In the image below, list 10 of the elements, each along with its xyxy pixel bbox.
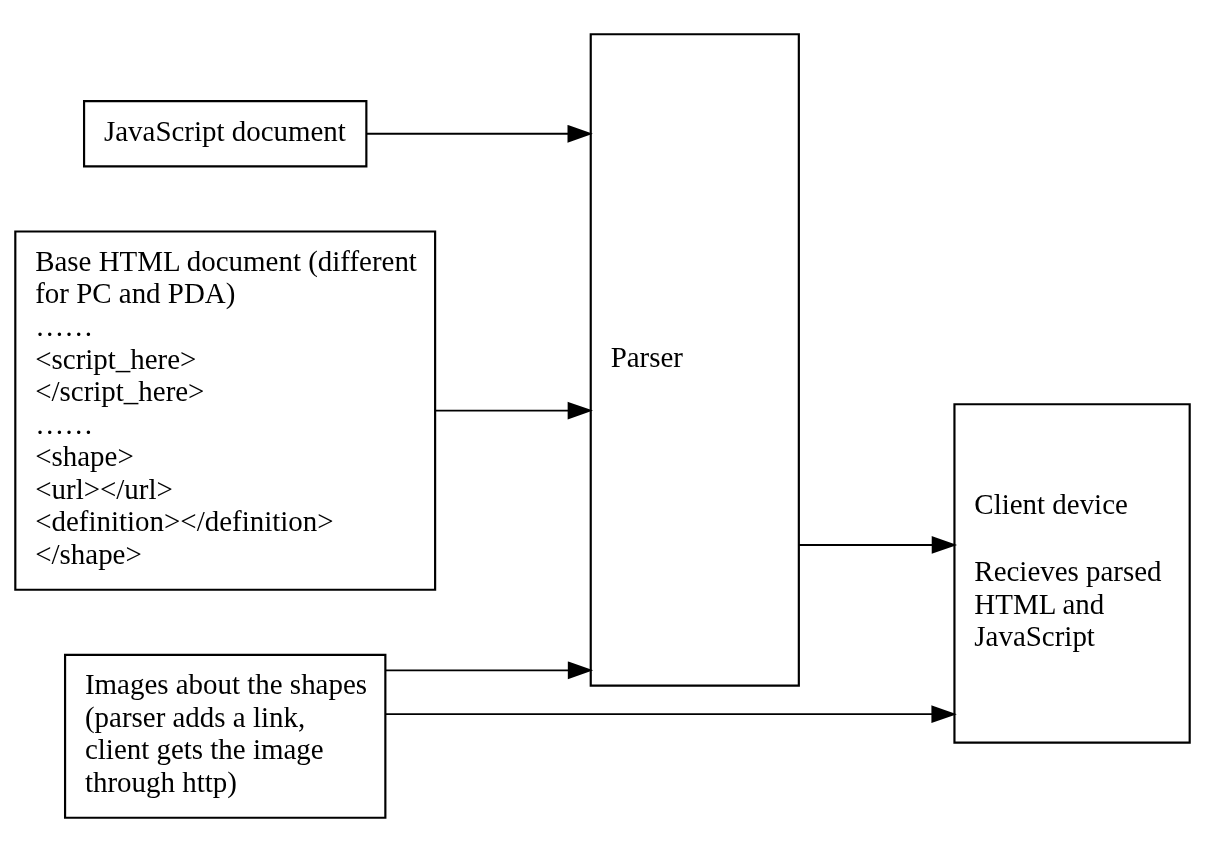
node-box: Parser — [589, 33, 800, 687]
node-box: Base HTML document (different for PC and PDA) …… <script_here> </script_here> …… <shape> <url></url> <definition></definition> </shape> — [14, 230, 437, 591]
arrow — [365, 124, 593, 143]
arrow — [384, 661, 594, 680]
node-box: Images about the shapes (parser adds a link, client gets the image through http) — [64, 653, 387, 819]
arrow — [384, 705, 957, 724]
node-box: JavaScript document — [83, 100, 368, 168]
node-box: Client device Recieves parsed HTML and JavaScript — [953, 403, 1191, 744]
arrow — [434, 401, 593, 420]
arrow — [798, 536, 958, 554]
